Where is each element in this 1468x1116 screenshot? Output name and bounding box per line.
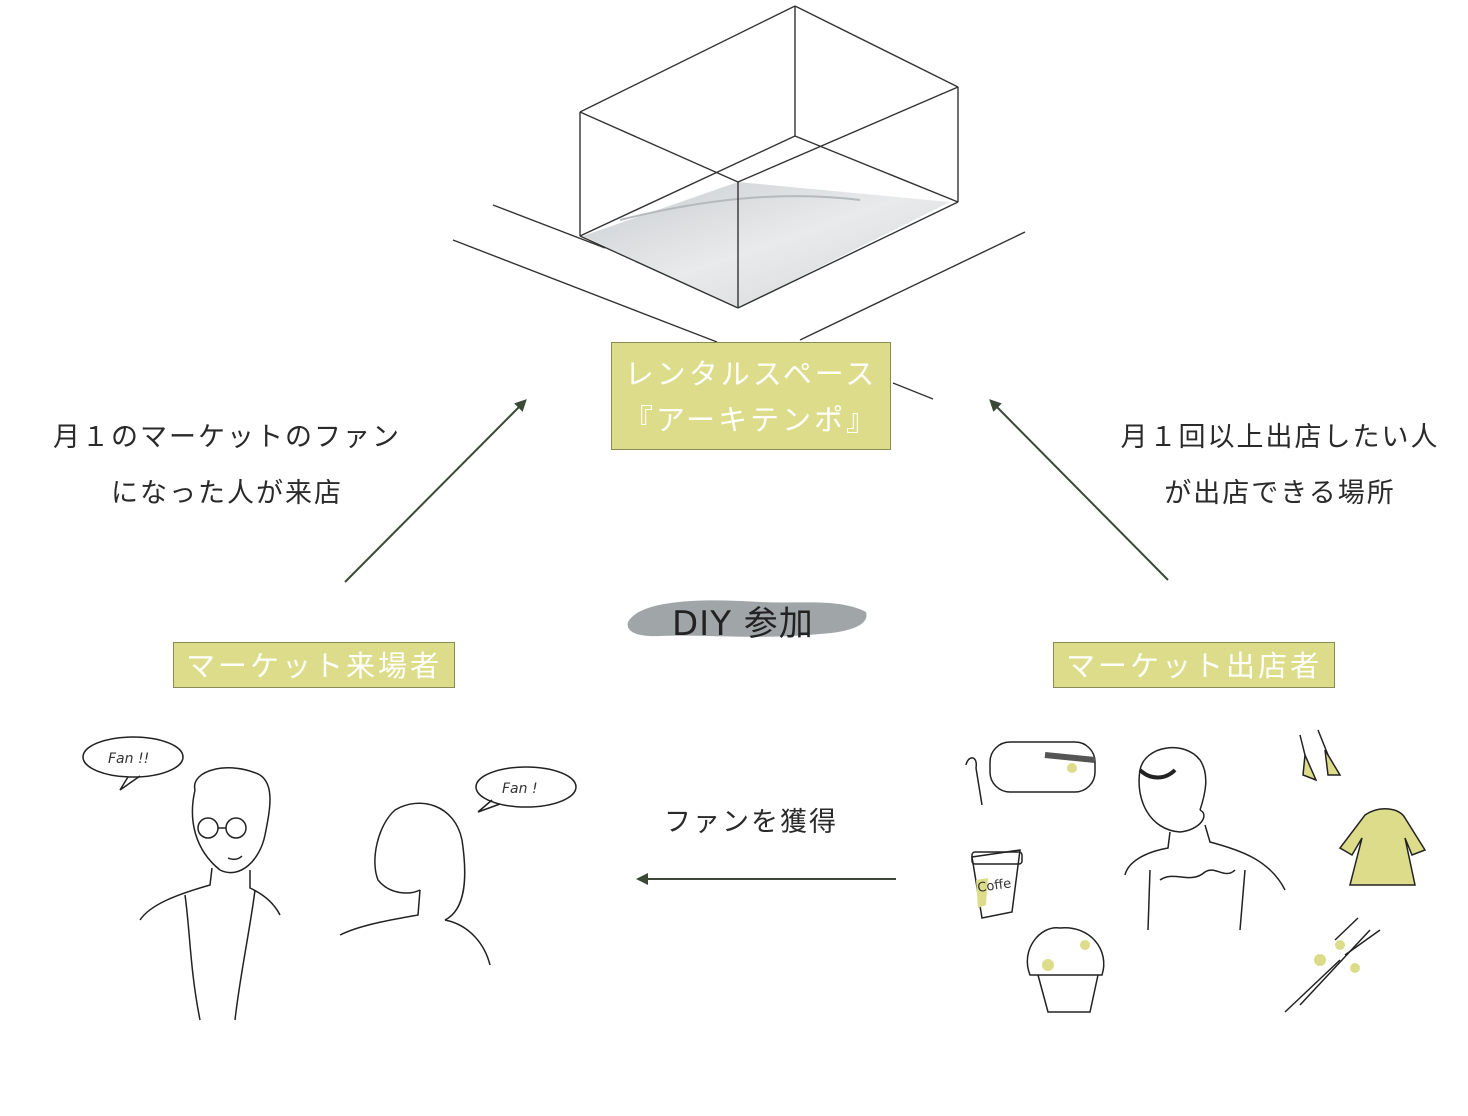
caption-visitors-line2: になった人が来店 — [111, 478, 343, 509]
caption-vendors-line1: 月１回以上出店したい人 — [1120, 422, 1440, 453]
bubble-left-text: Fan !! — [108, 751, 149, 767]
node-market-vendors: マーケット出店者 — [1053, 642, 1335, 688]
node-rental-space-line1: レンタルスペース — [624, 357, 878, 391]
caption-visitors-line1: 月１のマーケットのファン — [53, 422, 401, 453]
diy-badge: DIY 参加 — [672, 604, 814, 644]
caption-visitors: 月１のマーケットのファン になった人が来店 — [22, 410, 432, 522]
vendors-illustration: Coffe — [965, 729, 1427, 1013]
node-rental-space-line2: 『アーキテンポ』 — [623, 403, 879, 437]
arrow-visitors-to-space — [344, 399, 527, 583]
node-rental-space: レンタルスペース 『アーキテンポ』 — [611, 342, 891, 450]
caption-vendors-line2: が出店できる場所 — [1164, 478, 1396, 509]
coffee-cup-text: Coffe — [976, 876, 1012, 896]
visitors-illustration: Fan !! Fan ! — [82, 736, 577, 1021]
node-market-visitors: マーケット来場者 — [173, 642, 455, 688]
rental-space-box-illustration — [452, 5, 1026, 400]
caption-gain-fans: ファンを獲得 — [664, 807, 838, 838]
arrow-vendors-to-space — [989, 399, 1169, 581]
caption-vendors: 月１回以上出店したい人 が出店できる場所 — [1100, 410, 1460, 522]
diy-brush-stroke — [627, 600, 867, 637]
bubble-right-text: Fan ! — [502, 781, 538, 797]
